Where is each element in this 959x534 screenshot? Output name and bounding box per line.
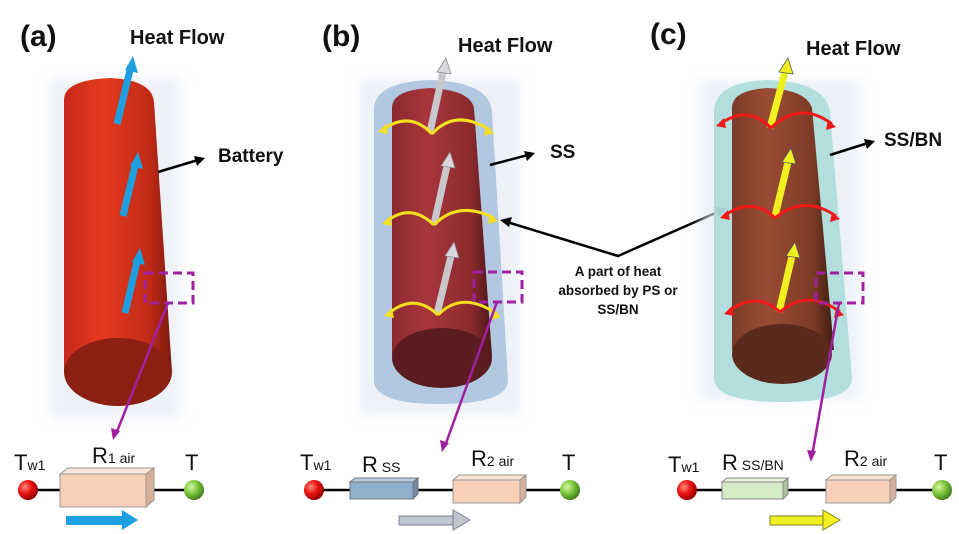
spread-arrowhead (488, 214, 498, 224)
battery-bottom-face-b (392, 328, 492, 388)
resistor-r1-air-a (58, 467, 156, 509)
node-label-t-a: T (185, 450, 198, 475)
ss-pointer-line (489, 153, 529, 167)
panel-c: (c) Heat Flow (650, 18, 952, 531)
circuit-flow-arrow-b (398, 509, 471, 531)
node-t-a (184, 480, 204, 500)
node-tw1-b (304, 480, 324, 500)
heat-flow-arrow-b-1 (426, 57, 452, 133)
spread-arrowhead (724, 306, 734, 316)
component-label-ss-bn: SS/BN (884, 130, 942, 151)
node-label-t-c: T (934, 450, 947, 475)
node-t-b (560, 480, 580, 500)
resistor-label-air-c: R2 air (844, 446, 887, 471)
resistor-label-ss-bn-c: R SS/BN (722, 450, 784, 475)
resistor-label-a: R1 air (92, 443, 135, 468)
spread-arrow-c-1-left (719, 113, 773, 130)
panel-a: (a) Heat Flow Battery (14, 20, 284, 530)
detail-marker-line-a (114, 302, 170, 435)
spread-arrow-c-2-left (723, 205, 777, 220)
resistor-label-air-b: R2 air (471, 446, 514, 471)
node-label-tw1-a: Tw1 (14, 450, 46, 475)
heat-flow-arrow-c-2 (771, 147, 797, 217)
heat-flow-arrow-a-1 (113, 56, 138, 125)
detail-marker-box-a (143, 271, 195, 305)
spread-arrowhead (830, 212, 840, 222)
spread-arrow-b-1-left (381, 119, 434, 136)
resistor-r2-air-c (824, 473, 898, 505)
battery-pointer-arrowhead (194, 156, 205, 166)
thermal-circuit-b: Tw1 R SS R2 air T (300, 446, 580, 531)
resistor-r-ss-b (348, 476, 420, 501)
spread-arrow-c-1-right (769, 111, 833, 130)
battery-cylinder-b (392, 88, 492, 356)
annotation-line-3: SS/BN (597, 302, 638, 317)
heat-flow-label-b: Heat Flow (458, 35, 553, 57)
spread-arrow-b-1-right (430, 118, 491, 136)
node-label-tw1-c: Tw1 (668, 452, 700, 477)
annotation-line-2: absorbed by PS or (558, 283, 678, 298)
component-label-ss: SS (550, 142, 575, 163)
node-tw1-c (677, 480, 697, 500)
thermal-circuit-a: Tw1 R1 air T (14, 443, 204, 530)
spread-arrowhead (716, 118, 726, 128)
battery-bottom-face-a (64, 338, 172, 406)
heat-flow-label-c: Heat Flow (806, 38, 901, 60)
detail-marker-arrowhead-b (440, 440, 449, 452)
battery-pointer-line (157, 158, 199, 174)
annotation-pointer-lines (506, 209, 721, 258)
heat-flow-arrow-a-3 (121, 248, 145, 314)
heat-flow-arrow-a-2 (119, 152, 143, 217)
heat-flow-arrow-b-3 (433, 241, 460, 315)
spread-arrowhead (382, 216, 392, 226)
detail-marker-box-b (472, 270, 524, 304)
node-tw1-a (18, 480, 38, 500)
node-label-t-b: T (562, 450, 575, 475)
spread-arrow-b-3-right (436, 300, 498, 317)
annotation-arrowhead-b (500, 217, 512, 227)
node-t-c (932, 480, 952, 500)
heat-absorption-annotation: A part of heat absorbed by PS or SS/BN (500, 207, 727, 317)
spread-arrow-c-2-right (774, 204, 837, 220)
spread-arrowhead (378, 124, 388, 134)
detail-marker-box-c (814, 271, 865, 305)
node-label-tw1-b: Tw1 (300, 450, 332, 475)
resistor-r-ss-bn-c (720, 476, 790, 501)
detail-marker-line-b (443, 301, 499, 447)
spread-arrowhead (384, 308, 394, 318)
circuit-flow-arrow-c (769, 509, 841, 531)
panel-b: (b) Heat Flow (300, 20, 580, 531)
panel-label-a: (a) (20, 20, 57, 53)
lateral-spread-arrows-c (719, 111, 841, 314)
annotation-line-1: A part of heat (575, 264, 662, 279)
resistor-label-ss-b: R SS (362, 452, 400, 477)
heat-flow-arrow-b-2 (430, 151, 456, 225)
spread-arrowhead (720, 210, 730, 220)
heat-flow-arrow-c-3 (775, 241, 801, 313)
battery-bottom-face-c (732, 324, 832, 384)
resistor-r2-air-b (451, 473, 528, 505)
circuit-flow-arrow-a (66, 510, 138, 530)
ss-bn-pointer-arrowhead (864, 139, 875, 149)
spread-arrow-c-3-right (779, 298, 841, 314)
panel-label-b: (b) (322, 20, 360, 53)
panel-label-c: (c) (650, 18, 687, 51)
spread-arrowhead (826, 120, 836, 130)
heat-flow-arrow-c-1 (766, 57, 794, 129)
detail-marker-arrowhead-a (111, 428, 120, 440)
spread-arrow-b-2-right (432, 208, 495, 227)
heat-flow-label-a: Heat Flow (130, 27, 225, 49)
battery-cylinder-c (732, 88, 834, 350)
ss-pointer-arrowhead (524, 151, 535, 161)
detail-marker-line-c (810, 302, 841, 457)
detail-marker-arrowhead-c (807, 450, 816, 462)
component-label-battery: Battery (218, 146, 284, 167)
thermal-circuit-c: Tw1 R SS/BN R2 air T (668, 446, 952, 531)
spread-arrowhead (484, 126, 494, 136)
ss-bn-pointer-line (829, 141, 869, 157)
spread-arrow-c-3-left (727, 299, 782, 314)
